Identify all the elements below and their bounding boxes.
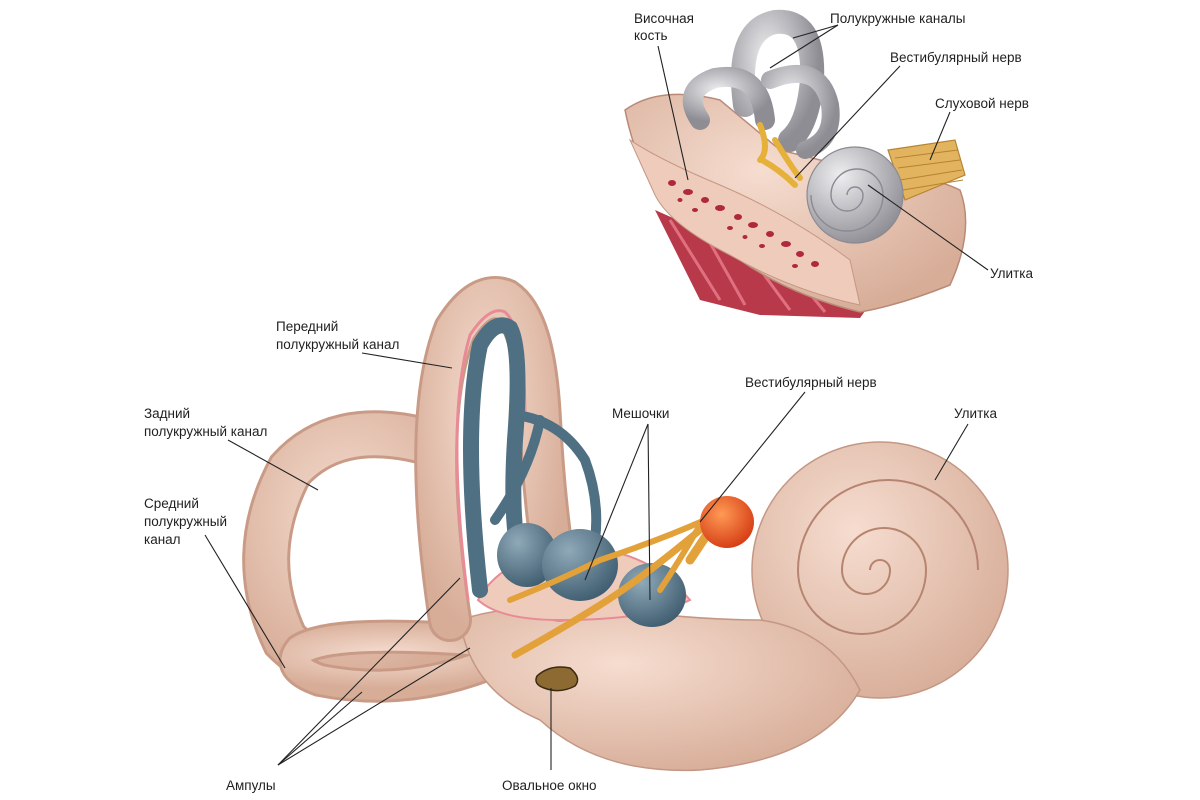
inset-canal-lateral bbox=[761, 64, 840, 159]
cochlea-body bbox=[751, 441, 1009, 699]
ampulla-membranous bbox=[497, 523, 557, 587]
main-vestibular-nerve bbox=[507, 496, 754, 659]
leader-main-cochlea bbox=[934, 423, 969, 481]
label-main-vestibular-nerve: Вестибулярный нерв bbox=[745, 375, 877, 390]
leader-canals-a bbox=[792, 24, 839, 39]
middle-semicircular-canal bbox=[281, 622, 534, 700]
bone-marrow-dots bbox=[668, 180, 819, 268]
leader-canals-b bbox=[769, 24, 839, 69]
label-inset-cochlea: Улитка bbox=[990, 266, 1033, 281]
leader-temporal-bone bbox=[657, 45, 689, 181]
leader-sacs-1 bbox=[584, 423, 649, 581]
main-bony-labyrinth bbox=[242, 276, 1009, 772]
membranous-labyrinth bbox=[463, 317, 686, 627]
leader-auditory-nerve bbox=[929, 111, 951, 161]
label-auditory-nerve: Слуховой нерв bbox=[935, 96, 1029, 111]
oval-window bbox=[535, 666, 579, 692]
leader-middle-canal bbox=[204, 534, 286, 669]
label-sacs: Мешочки bbox=[612, 406, 669, 421]
vestibular-ganglion bbox=[700, 496, 754, 548]
muscle-fibres bbox=[668, 219, 827, 313]
nerve-branch-lower bbox=[511, 526, 704, 659]
leader-inset-cochlea bbox=[867, 184, 989, 271]
label-main-cochlea: Улитка bbox=[954, 406, 997, 421]
leader-ampulla-2 bbox=[277, 647, 471, 766]
label-anterior-canal-line1: Передний bbox=[276, 319, 338, 334]
leader-ampulla-1 bbox=[277, 577, 461, 766]
leader-main-vestibular-nerve bbox=[699, 391, 806, 523]
leader-inset-vestibular-nerve bbox=[794, 65, 901, 179]
inset-cochlea-spiral bbox=[810, 168, 884, 232]
label-inset-semicircular-canals: Полукружные каналы bbox=[830, 11, 965, 26]
label-middle-canal-line1: Средний bbox=[144, 496, 199, 511]
utricle bbox=[542, 529, 618, 601]
label-posterior-canal-line1: Задний bbox=[144, 406, 190, 421]
inset-nerve-fibres bbox=[894, 149, 964, 191]
inset-cochlea bbox=[806, 146, 904, 244]
leader-sacs-2 bbox=[647, 423, 651, 601]
vestibule bbox=[459, 605, 861, 772]
label-posterior-canal-line2: полукружный канал bbox=[144, 424, 267, 439]
leader-ampulla-3 bbox=[277, 691, 363, 766]
bone-cut-face bbox=[628, 138, 861, 306]
leader-anterior-canal bbox=[361, 352, 453, 369]
label-inset-vestibular-nerve: Вестибулярный нерв bbox=[890, 50, 1022, 65]
nerve-branch-upper bbox=[507, 517, 708, 603]
cochlea-spiral bbox=[796, 479, 979, 635]
inset-vestibular-nerve bbox=[757, 122, 803, 188]
anterior-semicircular-canal bbox=[417, 279, 579, 639]
label-middle-canal-line2: полукружный bbox=[144, 514, 227, 529]
label-middle-canal-line3: канал bbox=[144, 532, 181, 547]
nerve-branch-saccular bbox=[657, 522, 703, 593]
leader-posterior-canal bbox=[227, 439, 319, 491]
label-ampullae: Ампулы bbox=[226, 778, 276, 793]
label-oval-window: Овальное окно bbox=[502, 778, 597, 793]
inset-canal-posterior bbox=[682, 66, 775, 130]
inset-canal-superior bbox=[731, 9, 825, 152]
label-temporal-bone-line2: кость bbox=[634, 28, 668, 43]
label-temporal-bone-line1: Височная bbox=[634, 11, 694, 26]
membranous-crus bbox=[490, 415, 545, 525]
label-anterior-canal-line2: полукружный канал bbox=[276, 337, 399, 352]
inset-temporal-bone bbox=[624, 9, 967, 318]
